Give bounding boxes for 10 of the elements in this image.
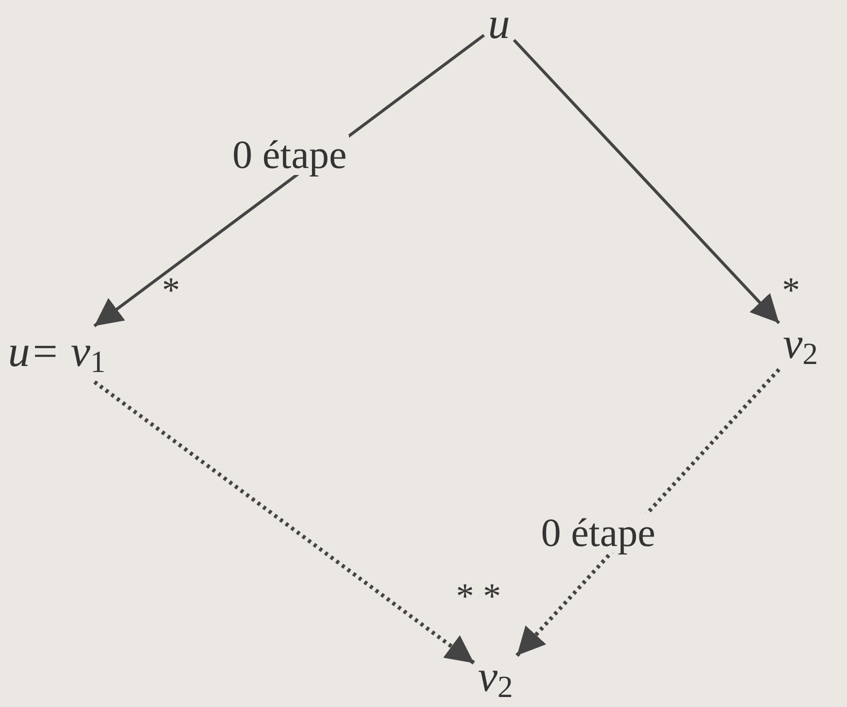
math-label: v$_{2}$: [478, 655, 513, 703]
arrow: [515, 368, 780, 657]
star-mark: *: [782, 272, 800, 308]
math-label: u= v$_{1}$: [8, 330, 106, 378]
arrow: [512, 39, 780, 324]
math-label: u: [488, 2, 510, 46]
arrow: [93, 380, 476, 665]
star-mark: *: [162, 272, 180, 308]
math-label: v$_{2}$: [783, 322, 818, 370]
star-mark: * *: [456, 578, 501, 614]
